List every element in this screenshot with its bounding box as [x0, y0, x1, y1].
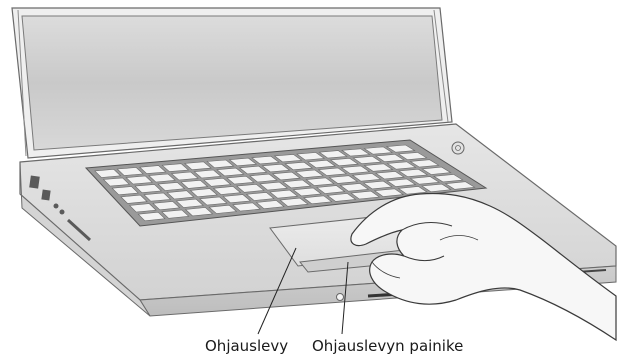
- trackpad-button-label: Ohjauslevyn painike: [312, 337, 463, 355]
- trackpad-label: Ohjauslevy: [205, 337, 288, 355]
